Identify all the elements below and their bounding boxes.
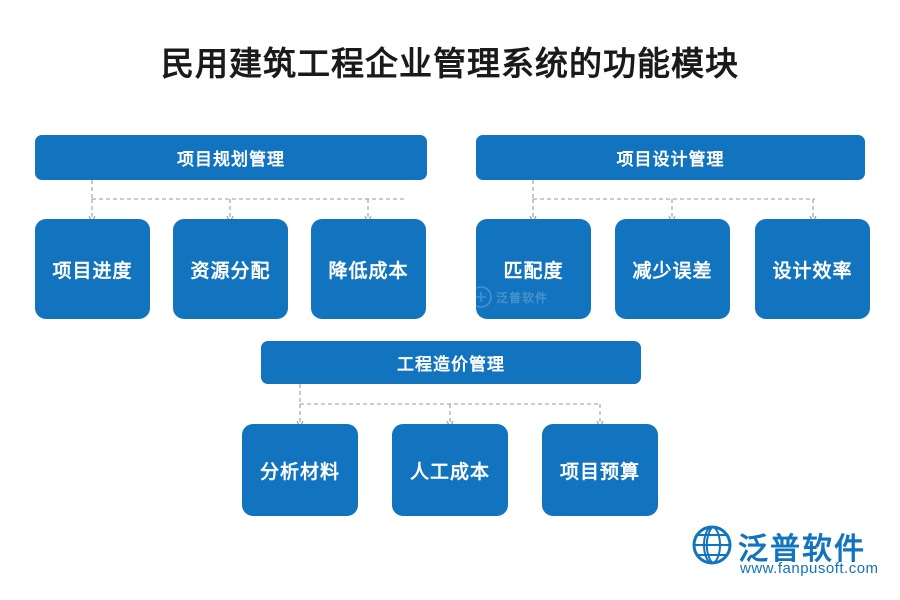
logo-name: 泛普软件 — [738, 533, 866, 566]
watermark-text: 泛普软件 — [496, 290, 549, 305]
node-cost-reduction[interactable]: 降低成本 — [311, 219, 426, 319]
node-resource-allocation[interactable]: 资源分配 — [173, 219, 288, 319]
node-labor-cost[interactable]: 人工成本 — [392, 424, 508, 516]
page-title: 民用建筑工程企业管理系统的功能模块 — [161, 45, 739, 82]
node-error-reduction[interactable]: 减少误差 — [615, 219, 730, 319]
group-header-project-design[interactable]: 项目设计管理 — [476, 135, 865, 180]
center-watermark: 泛普软件 — [470, 283, 580, 311]
node-design-efficiency[interactable]: 设计效率 — [755, 219, 870, 319]
watermark-mark-icon — [470, 286, 492, 308]
node-project-budget[interactable]: 项目预算 — [542, 424, 658, 516]
group-header-project-planning[interactable]: 项目规划管理 — [35, 135, 427, 180]
logo-url: www.fanpusoft.com — [740, 560, 879, 577]
globe-icon — [692, 525, 732, 565]
node-match-degree[interactable]: 匹配度 — [476, 219, 591, 319]
node-project-progress[interactable]: 项目进度 — [35, 219, 150, 319]
group-header-cost-management[interactable]: 工程造价管理 — [261, 341, 641, 384]
brand-logo: 泛普软件 www.fanpusoft.com — [692, 522, 882, 584]
node-material-analysis[interactable]: 分析材料 — [242, 424, 358, 516]
